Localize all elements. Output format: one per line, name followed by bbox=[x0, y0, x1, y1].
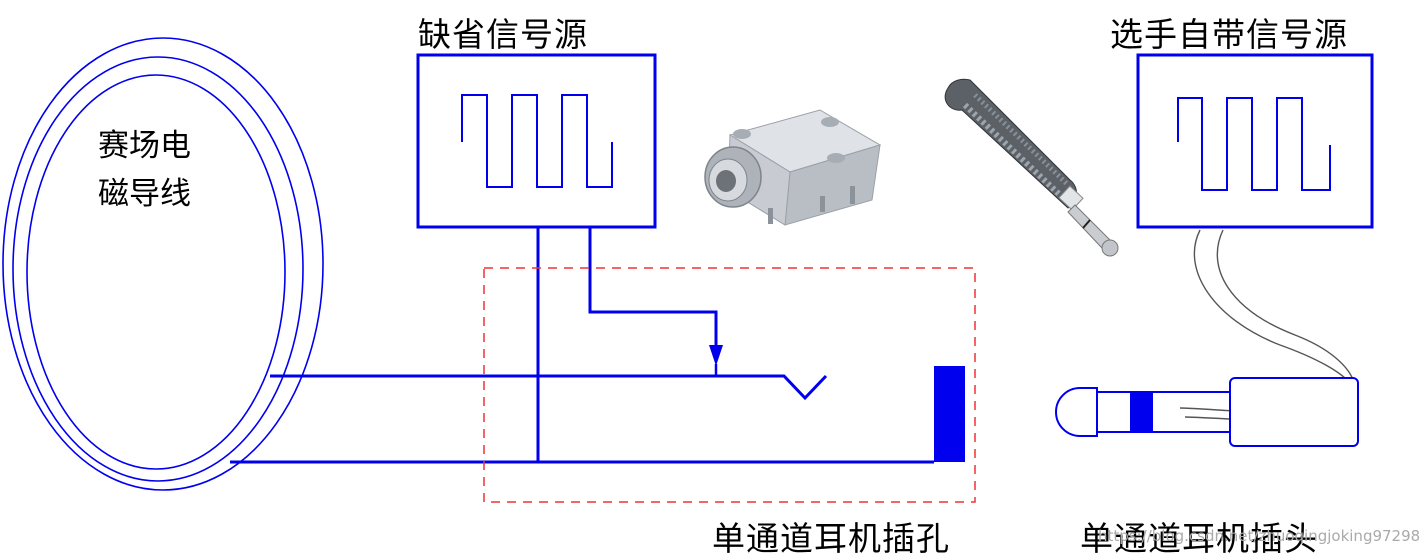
plug-ring-insulator bbox=[1130, 391, 1153, 433]
player-source-square-wave bbox=[1177, 97, 1331, 191]
plug-caption: 单通道耳机插头 bbox=[1080, 519, 1318, 558]
field-wire-label-line1: 赛场电 bbox=[98, 128, 191, 164]
player-source-box bbox=[1136, 53, 1374, 229]
plug-handle bbox=[1229, 377, 1359, 447]
plug-tip bbox=[1055, 387, 1098, 437]
jack-dashed-box bbox=[483, 267, 976, 503]
contact-arrow bbox=[709, 345, 723, 366]
coil-loop-middle bbox=[12, 56, 304, 482]
wires bbox=[230, 228, 934, 464]
field-coil bbox=[2, 37, 324, 491]
wire-source-signal bbox=[588, 228, 718, 345]
plug-drawing bbox=[1055, 377, 1359, 447]
default-source-label: 缺省信号源 bbox=[418, 15, 588, 54]
headphone-jack-component-icon bbox=[704, 109, 882, 226]
plug-shaft bbox=[1096, 391, 1233, 433]
circuit-diagram bbox=[2, 37, 1374, 503]
wire-signal bbox=[270, 374, 828, 401]
field-wire-label: 赛场电 磁导线 bbox=[98, 122, 191, 218]
coil-loop-inner bbox=[26, 74, 286, 470]
field-wire-label-line2: 磁导线 bbox=[98, 176, 191, 212]
headphone-plug-icon bbox=[944, 78, 1119, 257]
default-source-square-wave bbox=[461, 94, 613, 188]
jack-sleeve-contact bbox=[934, 366, 965, 462]
player-source-label: 选手自带信号源 bbox=[1110, 15, 1348, 54]
watermark: https://blog.csdn.net/zhuoqingjoking9729… bbox=[1098, 527, 1420, 545]
jack-caption: 单通道耳机插孔 bbox=[712, 519, 950, 558]
coil-loop-outer bbox=[2, 37, 324, 491]
